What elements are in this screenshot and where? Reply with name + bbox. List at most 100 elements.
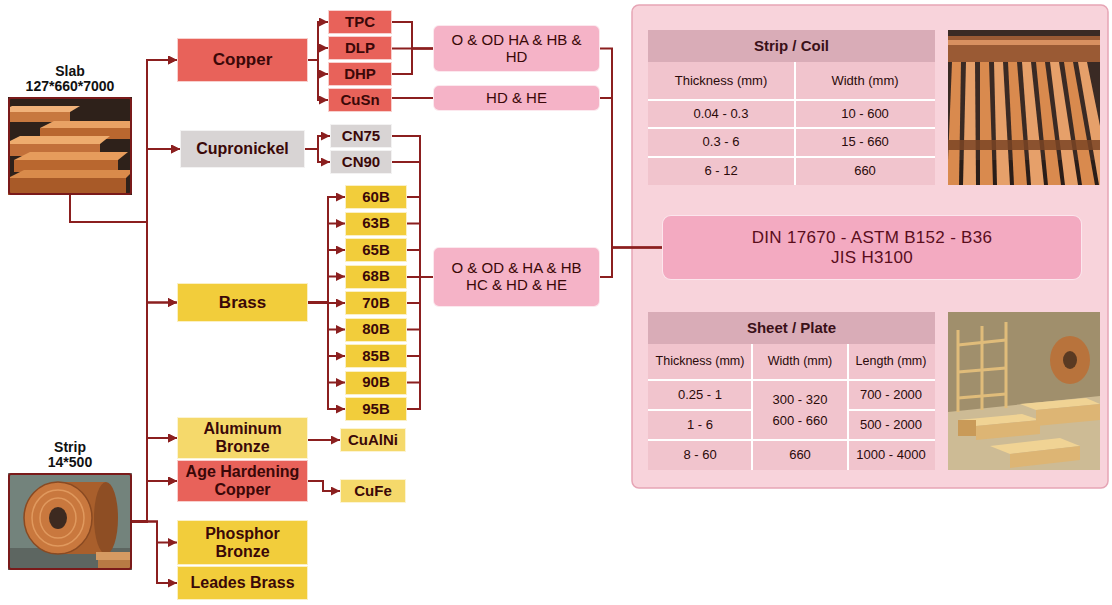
strip-coil-table bbox=[648, 30, 935, 62]
table-cell: 0.04 - 0.3 bbox=[694, 107, 749, 121]
node-label: 65B bbox=[362, 242, 390, 259]
table-cell: 700 - 2000 bbox=[860, 388, 922, 402]
slitting-photo bbox=[963, 62, 976, 185]
node-label: O & OD HA & HB & HD bbox=[439, 32, 594, 66]
sheet-plate-table bbox=[648, 312, 935, 470]
node-label: CuAlNi bbox=[348, 432, 398, 449]
alloy-family-box: Age Hardening Copper bbox=[177, 460, 308, 502]
alloy-family-box: Cupronickel bbox=[180, 130, 305, 168]
warehouse-photo bbox=[958, 394, 1006, 398]
connector bbox=[305, 149, 330, 162]
slitting-photo bbox=[980, 62, 993, 185]
photo-caption: Strip 14*500 bbox=[40, 440, 100, 471]
table-cell: 8 - 60 bbox=[683, 448, 716, 462]
table-cell: Length (mm) bbox=[856, 355, 927, 369]
strip-coil-table bbox=[648, 99, 935, 101]
node-label: 80B bbox=[362, 321, 390, 338]
slitting-photo bbox=[948, 30, 1100, 185]
connector bbox=[308, 60, 328, 100]
connector bbox=[132, 303, 177, 522]
alloy-family-box: Aluminum Bronze bbox=[177, 417, 308, 459]
temper-box: HD & HE bbox=[433, 85, 600, 111]
grade-box: 90B bbox=[345, 371, 407, 395]
node-label: Age Hardening Copper bbox=[183, 463, 302, 499]
node-label: Brass bbox=[219, 293, 266, 312]
connector bbox=[392, 22, 433, 49]
alloy-family-box: Brass bbox=[177, 283, 308, 322]
connector bbox=[308, 197, 345, 303]
connector bbox=[308, 303, 345, 330]
table-cell: 0.25 - 1 bbox=[678, 388, 722, 402]
warehouse-photo bbox=[976, 420, 1040, 440]
slitting-photo bbox=[948, 140, 1100, 150]
temper-box: O & OD HA & HB & HD bbox=[433, 25, 600, 72]
node-label: 70B bbox=[362, 295, 390, 312]
alloy-family-box: Copper bbox=[177, 38, 308, 82]
slab-photo bbox=[8, 106, 80, 112]
grade-box: CN90 bbox=[330, 150, 392, 174]
photo-caption: Slab 127*660*7000 bbox=[23, 64, 118, 95]
connector bbox=[305, 136, 330, 149]
connector bbox=[132, 522, 177, 543]
warehouse-photo bbox=[1036, 404, 1100, 426]
coil-photo bbox=[40, 498, 76, 538]
warehouse-photo bbox=[1063, 351, 1077, 369]
grade-box: DLP bbox=[328, 36, 392, 60]
slab-photo bbox=[8, 170, 132, 178]
spec-panel bbox=[632, 5, 1108, 488]
table-cell: 600 - 660 bbox=[773, 414, 828, 428]
connector bbox=[70, 149, 180, 222]
slab-photo bbox=[14, 152, 128, 160]
sheet-plate-table bbox=[648, 409, 752, 411]
warehouse-photo bbox=[948, 396, 1100, 470]
sheet-plate-table bbox=[648, 312, 935, 344]
grade-box: CuFe bbox=[340, 479, 406, 503]
grade-box: 70B bbox=[345, 291, 407, 315]
node-label: Cupronickel bbox=[196, 140, 288, 158]
grade-box: 80B bbox=[345, 318, 407, 342]
table-cell: Width (mm) bbox=[831, 74, 898, 88]
connector bbox=[600, 98, 662, 248]
connector bbox=[392, 49, 433, 75]
connector bbox=[308, 303, 345, 410]
coil-photo bbox=[96, 552, 132, 560]
node-label: DLP bbox=[345, 40, 375, 57]
slitting-photo bbox=[948, 30, 1100, 185]
slab-photo bbox=[40, 121, 132, 128]
sheet-plate-table bbox=[848, 409, 935, 411]
connector bbox=[308, 48, 328, 60]
strip-coil-table bbox=[794, 62, 796, 185]
connector bbox=[132, 60, 177, 522]
table-heading: Sheet / Plate bbox=[648, 312, 935, 344]
connector bbox=[600, 49, 662, 248]
slitting-photo bbox=[1078, 62, 1100, 185]
node-label: Leades Brass bbox=[190, 574, 294, 592]
node-label: CuFe bbox=[354, 483, 392, 500]
connector bbox=[308, 303, 345, 357]
node-label: CN75 bbox=[342, 128, 380, 145]
warehouse-photo bbox=[1010, 446, 1080, 468]
slitting-photo bbox=[948, 40, 1100, 45]
connector bbox=[308, 250, 345, 303]
node-label: 85B bbox=[362, 348, 390, 365]
table-cell: Thickness (mm) bbox=[675, 74, 767, 88]
connector bbox=[308, 481, 340, 491]
slitting-photo bbox=[948, 62, 961, 185]
table-cell: 10 - 600 bbox=[841, 107, 889, 121]
coil-photo bbox=[8, 473, 132, 570]
grade-box: 60B bbox=[345, 185, 407, 209]
warehouse-photo bbox=[948, 312, 1100, 470]
strip-coil-table bbox=[648, 156, 935, 158]
connector bbox=[70, 195, 177, 303]
connector bbox=[600, 248, 662, 278]
node-label: Copper bbox=[213, 50, 273, 69]
strip-coil-table bbox=[648, 127, 935, 129]
strip-coil-table bbox=[648, 30, 935, 185]
coil-photo bbox=[49, 507, 67, 529]
coil-photo bbox=[32, 490, 84, 546]
connector bbox=[132, 149, 180, 522]
grade-box: CuAlNi bbox=[340, 428, 406, 452]
grade-box: 85B bbox=[345, 344, 407, 368]
grade-box: 95B bbox=[345, 397, 407, 421]
